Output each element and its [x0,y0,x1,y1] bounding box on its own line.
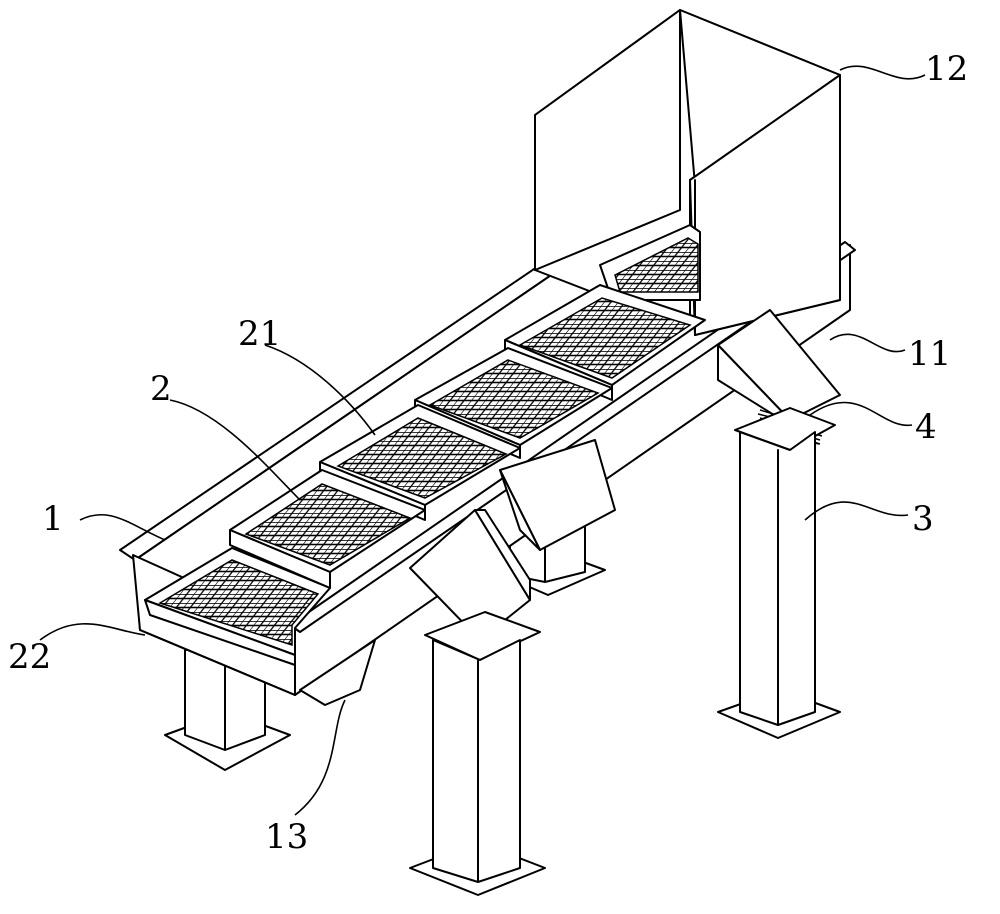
label-12: 12 [925,49,968,89]
label-4: 4 [915,407,937,447]
label-13: 13 [265,817,308,857]
reference-numerals: 1 2 21 22 13 11 12 4 3 [8,49,968,857]
label-1: 1 [42,499,64,539]
label-21: 21 [238,314,281,354]
front-right-leg [717,407,841,739]
leader-lines [39,65,926,816]
front-middle-leg [409,611,546,896]
screen-decks [144,224,706,666]
label-22: 22 [8,637,51,677]
feed-hopper [534,9,841,336]
discharge-chute [299,639,376,706]
label-3: 3 [912,499,934,539]
label-2: 2 [150,369,172,409]
motor-mount-front [409,439,616,641]
label-11: 11 [908,334,951,374]
